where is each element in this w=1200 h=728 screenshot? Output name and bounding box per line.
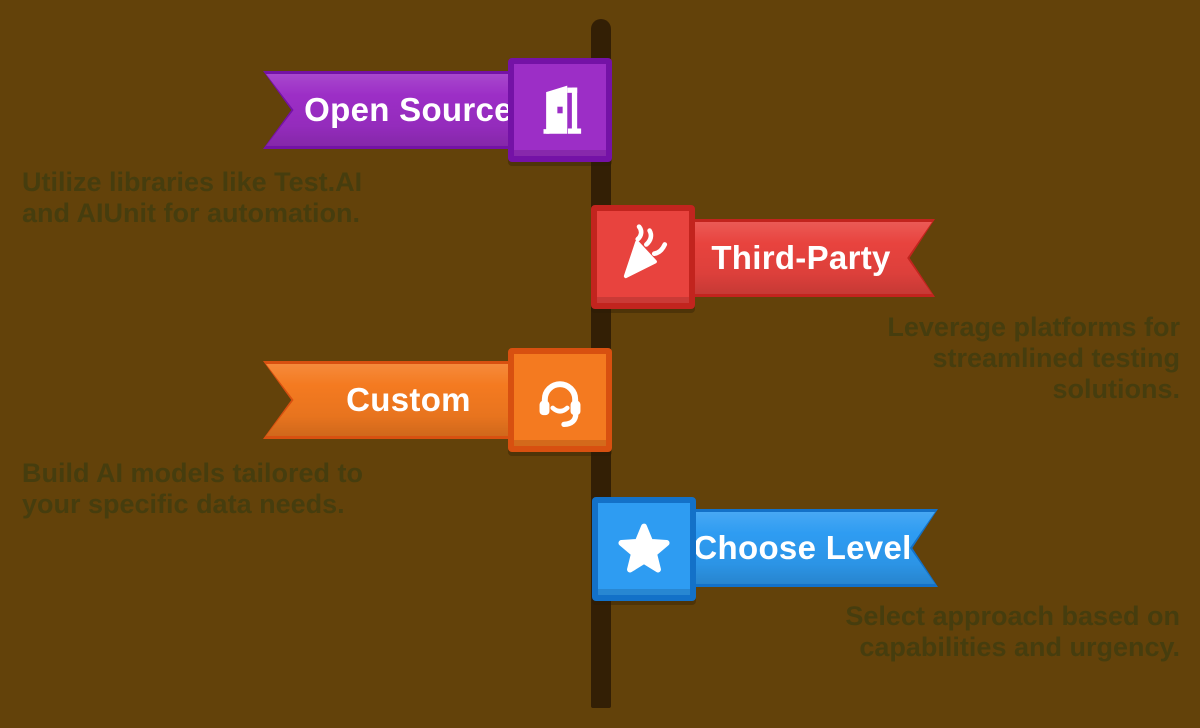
description-line: Utilize libraries like Test.AI [22, 167, 363, 197]
star-icon [618, 523, 670, 573]
ribbon-open-source: Open Source [263, 71, 520, 149]
description-choose-level: Select approach based on capabilities an… [845, 601, 1180, 663]
description-line: capabilities and urgency. [859, 632, 1180, 662]
ribbon-label-open-source: Open Source [304, 91, 513, 128]
ribbon-label-custom: Custom [346, 381, 471, 418]
description-open-source: Utilize libraries like Test.AI and AIUni… [22, 167, 362, 229]
description-line: Select approach based on [845, 601, 1180, 631]
description-line: and AIUnit for automation. [22, 198, 360, 228]
description-line: solutions. [1052, 374, 1181, 404]
ribbon-choose-level: Choose Level [653, 509, 938, 587]
description-third-party: Leverage platforms for streamlined testi… [887, 312, 1180, 405]
ribbon-label-third-party: Third-Party [711, 239, 891, 276]
description-line: streamlined testing [932, 343, 1180, 373]
description-line: your specific data needs. [22, 489, 345, 519]
ribbon-fill [656, 512, 935, 584]
description-custom: Build AI models tailored to your specifi… [22, 458, 363, 520]
description-line: Build AI models tailored to [22, 458, 364, 488]
icon-box-custom [508, 348, 612, 452]
ribbon-custom: Custom [263, 361, 520, 439]
description-line: Leverage platforms for [887, 312, 1180, 342]
headset-icon [539, 381, 581, 428]
ribbon-fill [656, 222, 932, 294]
door-open-icon [543, 85, 582, 134]
icon-box-third-party [591, 205, 695, 309]
ribbon-third-party: Third-Party [653, 219, 935, 297]
icon-box-choose-level [592, 497, 696, 601]
icon-box-open-source [508, 58, 612, 162]
ribbon-fill [266, 364, 517, 436]
party-popper-icon [623, 224, 668, 279]
ribbon-fill [266, 74, 517, 146]
ribbon-label-choose-level: Choose Level [693, 529, 912, 566]
